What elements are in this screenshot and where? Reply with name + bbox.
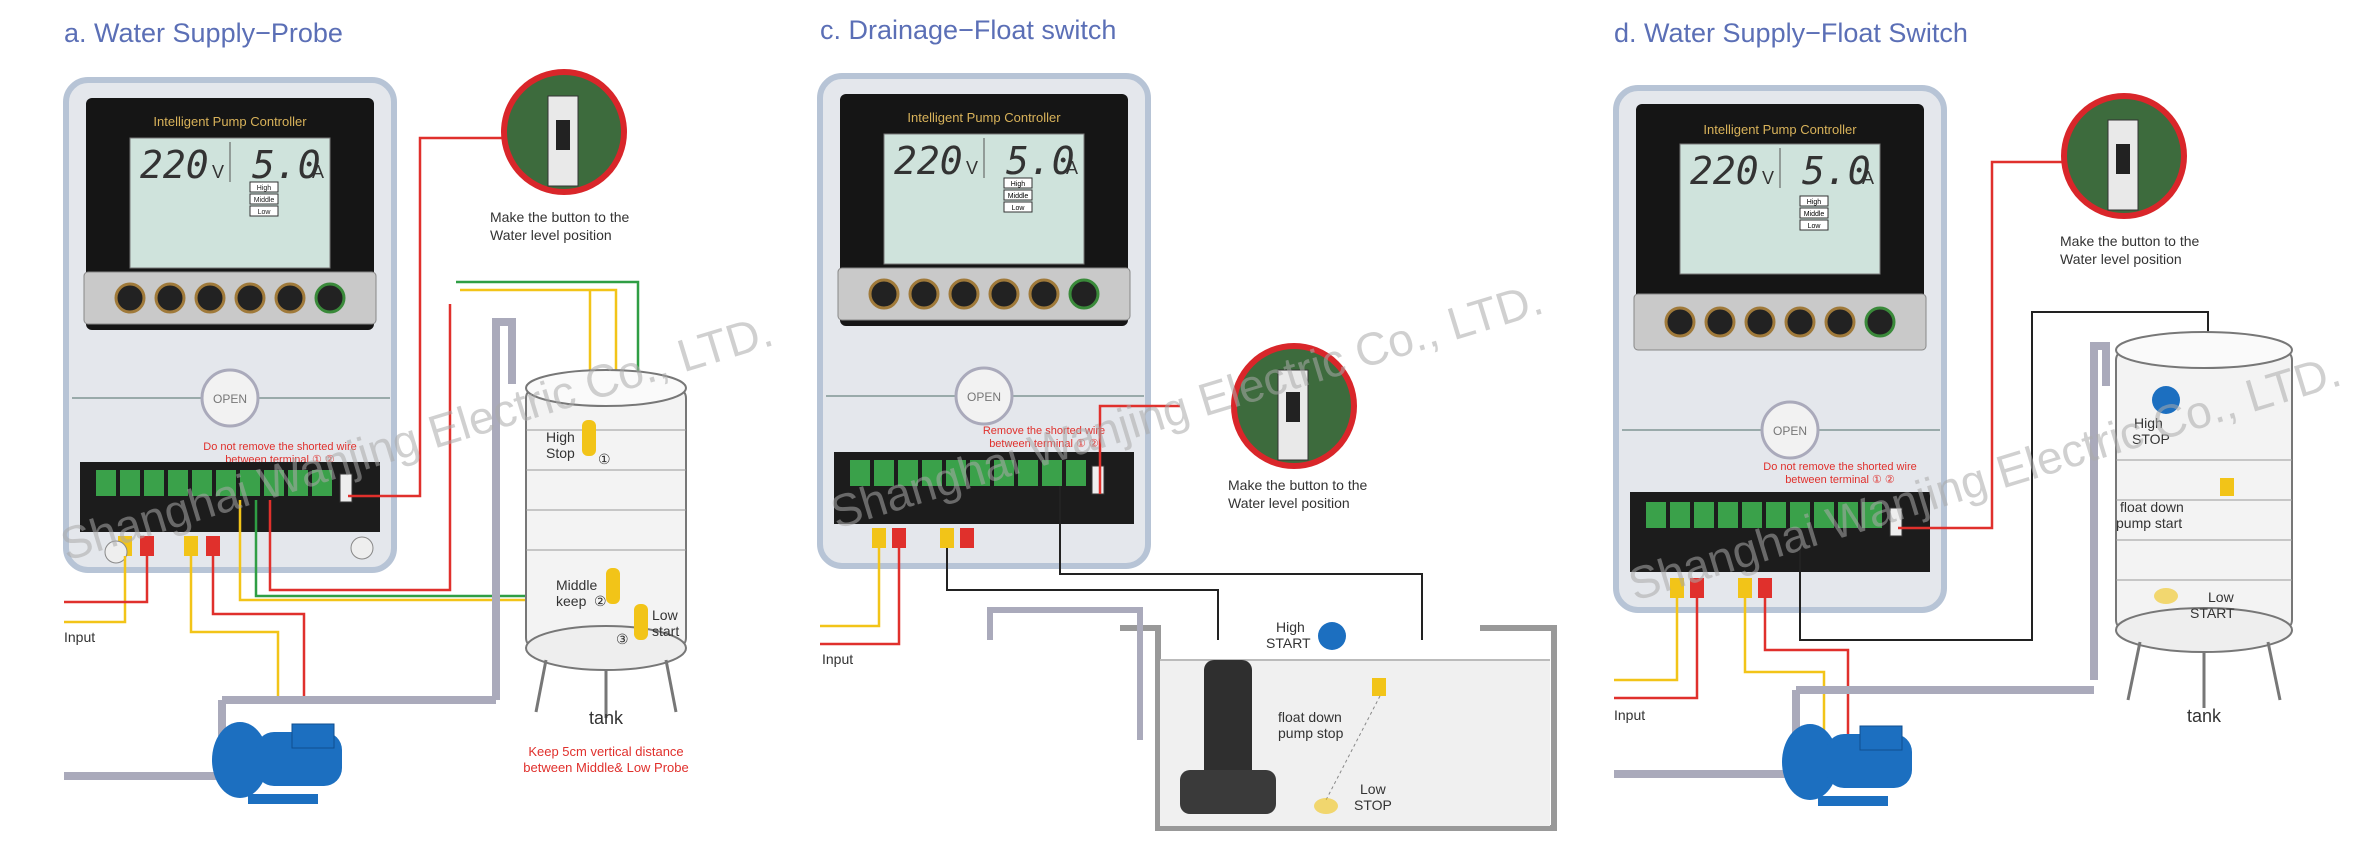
- inset-text-2: Water level position: [1228, 495, 1350, 511]
- lcd-voltage: 220: [140, 143, 209, 187]
- lcd-current-unit: A: [1066, 158, 1078, 178]
- panel-c-diagram: Intelligent Pump Controller 220 V 5.0 A …: [817, 73, 1557, 831]
- float-mid-label-2: pump stop: [1278, 725, 1344, 741]
- inset-text-2: Water level position: [490, 227, 612, 243]
- knob-1: [114, 282, 146, 314]
- knob-4: [234, 282, 266, 314]
- lcd-level-low: Low: [1808, 223, 1822, 230]
- knob-3: [194, 282, 226, 314]
- lcd-voltage-unit: V: [966, 158, 978, 178]
- float-high-label-2: STOP: [2132, 431, 2170, 447]
- float-mid-label-2: pump start: [2116, 515, 2182, 531]
- float-mid-label-1: float down: [1278, 709, 1342, 725]
- inset-text-1: Make the button to the: [2060, 233, 2200, 249]
- control-knobs: [114, 282, 346, 314]
- input-label: Input: [64, 629, 95, 645]
- terminal-screws: [96, 470, 353, 503]
- probe-low-label-2: start: [652, 623, 679, 639]
- open-button: [200, 368, 260, 428]
- warning-line-1: Do not remove the shorted wire: [1763, 461, 1916, 473]
- lcd-voltage: 220: [894, 139, 963, 183]
- knob-2: [154, 282, 186, 314]
- lcd-level-middle: Middle: [1804, 211, 1825, 218]
- probe-number-3: ③: [616, 631, 629, 647]
- controller-title: Intelligent Pump Controller: [153, 114, 307, 129]
- open-button-label: OPEN: [213, 392, 247, 406]
- controller-title: Intelligent Pump Controller: [1703, 122, 1857, 137]
- lcd-voltage-unit: V: [1762, 168, 1774, 188]
- inset-text-2: Water level position: [2060, 251, 2182, 267]
- open-button-label: OPEN: [1773, 424, 1807, 438]
- knob-6: [314, 282, 346, 314]
- float-high-label-2: START: [1266, 635, 1311, 651]
- panel-d-title: d. Water Supply−Float Switch: [1614, 18, 1968, 48]
- probe-low-label-1: Low: [652, 607, 679, 623]
- inset-text-1: Make the button to the: [490, 209, 630, 225]
- float-high-label-1: High: [2134, 415, 2163, 431]
- pump: [1782, 724, 1912, 806]
- panel-drainage-float-switch: c. Drainage−Float switch Intelligent Pum…: [780, 0, 1560, 848]
- lcd-current: 5.0: [1802, 149, 1871, 193]
- panel-water-supply-probe: a. Water Supply−Probe Intelligent Pump C…: [0, 0, 780, 848]
- probe-high-label-1: High: [546, 429, 575, 445]
- probe-number-2: ②: [594, 593, 607, 609]
- lcd-level-low: Low: [258, 209, 272, 216]
- input-label: Input: [822, 651, 853, 667]
- probe-number-1: ①: [598, 451, 611, 467]
- panel-a-title: a. Water Supply−Probe: [64, 18, 343, 48]
- float-mid-label-1: float down: [2120, 499, 2184, 515]
- knob-5: [274, 282, 306, 314]
- controller-title: Intelligent Pump Controller: [907, 110, 1061, 125]
- tank-label: tank: [2187, 706, 2222, 726]
- submersible-pump: [1180, 660, 1276, 814]
- lcd-current: 5.0: [1006, 139, 1075, 183]
- lcd-level-high: High: [1807, 199, 1822, 206]
- float-low-label-2: START: [2190, 605, 2235, 621]
- probe-high-label-2: Stop: [546, 445, 575, 461]
- probe-middle-label-1: Middle: [556, 577, 597, 593]
- lcd-level-middle: Middle: [254, 197, 275, 204]
- warning-line-2: between terminal ① ②: [1785, 474, 1895, 486]
- note-line-2: between Middle& Low Probe: [523, 760, 689, 775]
- lcd-level-low: Low: [1012, 205, 1026, 212]
- note-line-1: Keep 5cm vertical distance: [528, 744, 683, 759]
- float-high-label-1: High: [1276, 619, 1305, 635]
- lcd-current: 5.0: [252, 143, 321, 187]
- lcd-voltage-unit: V: [212, 162, 224, 182]
- panel-d-diagram: Intelligent Pump Controller 220 V 5.0 A …: [1613, 85, 2293, 806]
- panel-c-title: c. Drainage−Float switch: [820, 15, 1117, 45]
- lcd-voltage: 220: [1690, 149, 1759, 193]
- warning-line-2: between terminal ① ②: [989, 438, 1099, 450]
- float-low-label-1: Low: [2208, 589, 2235, 605]
- lcd-level-high: High: [257, 185, 272, 192]
- input-label: Input: [1614, 707, 1645, 723]
- float-low-label-2: STOP: [1354, 797, 1392, 813]
- button-strip: [83, 271, 377, 325]
- lcd-level-high: High: [1011, 181, 1026, 188]
- lcd-level-middle: Middle: [1008, 193, 1029, 200]
- inset-text-1: Make the button to the: [1228, 477, 1368, 493]
- float-low-label-1: Low: [1360, 781, 1387, 797]
- warning-line-1: Remove the shorted wire: [983, 425, 1105, 437]
- panel-a-diagram: Intelligent Pump Controller 220 V 5.0 A …: [63, 69, 689, 804]
- pump: [212, 722, 342, 804]
- lcd-current-unit: A: [312, 162, 324, 182]
- panel-water-supply-float-switch: d. Water Supply−Float Switch Intelligent…: [1560, 0, 2355, 848]
- probe-middle-label-2: keep: [556, 593, 587, 609]
- open-button-label: OPEN: [967, 390, 1001, 404]
- warning-line-1: Do not remove the shorted wire: [203, 441, 356, 453]
- lcd-current-unit: A: [1862, 168, 1874, 188]
- tank-label: tank: [589, 708, 624, 728]
